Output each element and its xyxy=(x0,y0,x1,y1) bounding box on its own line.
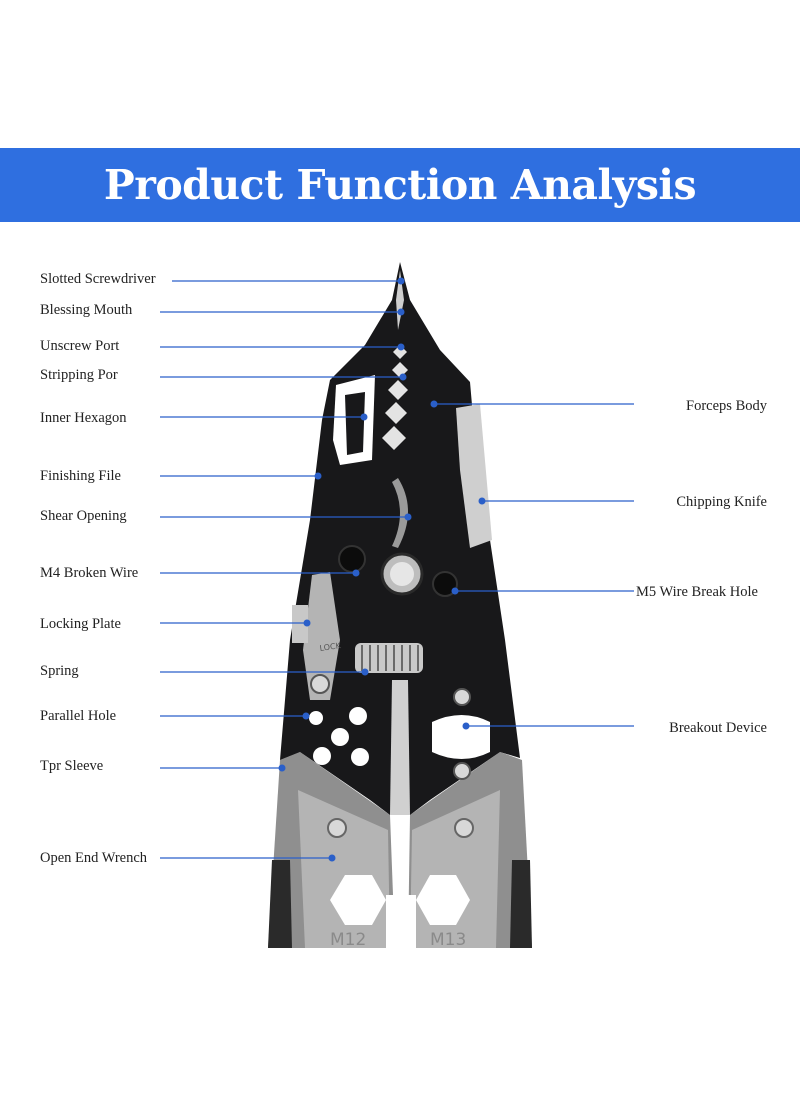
wrench-size-right: M13 xyxy=(430,930,466,950)
label-stripping-por: Stripping Por xyxy=(40,367,118,383)
label-slotted-screwdriver: Slotted Screwdriver xyxy=(40,271,156,287)
label-shear-opening: Shear Opening xyxy=(40,508,127,524)
label-parallel-hole: Parallel Hole xyxy=(40,708,117,724)
label-inner-hexagon: Inner Hexagon xyxy=(40,410,127,426)
label-spring: Spring xyxy=(40,663,79,679)
wrench-size-left: M12 xyxy=(330,930,366,950)
page-title: Product Function Analysis xyxy=(103,161,697,209)
handle-sleeves xyxy=(268,752,532,948)
label-locking-plate: Locking Plate xyxy=(40,616,121,632)
title-banner: Product Function Analysis xyxy=(0,148,800,222)
label-open-end-wrench: Open End Wrench xyxy=(40,850,148,866)
label-forceps-body: Forceps Body xyxy=(686,398,767,414)
label-breakout-device: Breakout Device xyxy=(669,720,767,736)
label-unscrew-port: Unscrew Port xyxy=(40,338,120,354)
forceps-body-shape xyxy=(280,262,520,815)
label-chipping-knife: Chipping Knife xyxy=(676,494,767,510)
label-finishing-file: Finishing File xyxy=(40,468,121,484)
label-tpr-sleeve: Tpr Sleeve xyxy=(40,758,104,774)
label-m5-wire-break-hole: M5 Wire Break Hole xyxy=(636,584,758,600)
callout-leaders xyxy=(160,277,634,862)
label-blessing-mouth: Blessing Mouth xyxy=(40,302,133,318)
lock-engraving: LOCK xyxy=(319,641,342,653)
label-m4-broken-wire: M4 Broken Wire xyxy=(40,565,139,581)
